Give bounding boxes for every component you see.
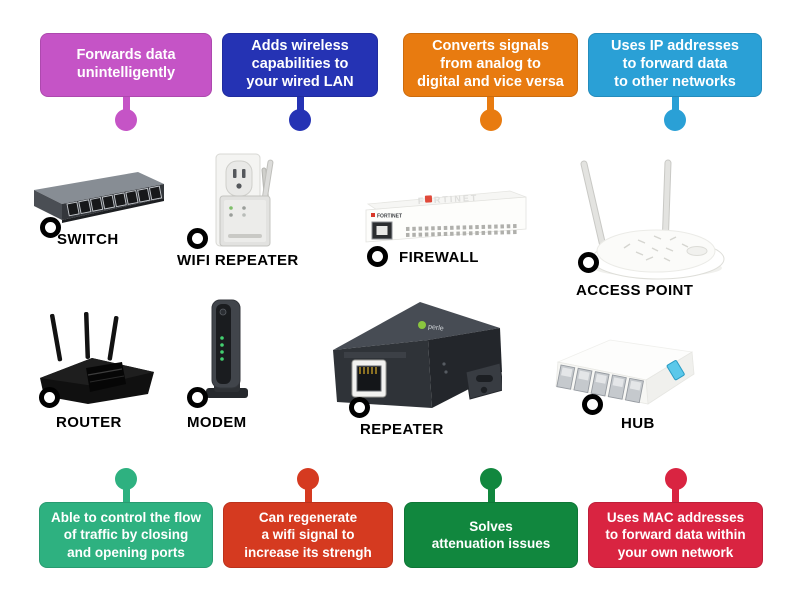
svg-text:perle: perle <box>428 324 444 333</box>
answer-card[interactable]: Uses MAC addresses to forward data withi… <box>588 468 763 568</box>
access-point-image <box>580 159 725 280</box>
connector-dot <box>664 468 687 490</box>
answer-card-text: Able to control the flow of traffic by c… <box>51 510 201 560</box>
connector-dot <box>479 109 502 131</box>
firewall-target-marker[interactable] <box>367 246 388 267</box>
wifi-repeater-target-marker[interactable] <box>187 228 208 249</box>
answer-card[interactable]: Forwards data unintelligently <box>40 33 212 131</box>
connector-stem <box>487 97 494 112</box>
device-label-modem: MODEM <box>187 414 247 431</box>
svg-text:FORTINET: FORTINET <box>377 214 402 220</box>
repeater-target-marker[interactable] <box>349 397 370 418</box>
hub-image <box>555 339 695 405</box>
connector-stem <box>296 97 304 112</box>
connector-dot <box>115 468 137 490</box>
connector-dot <box>480 468 502 490</box>
device-label-switch: SWITCH <box>57 231 119 248</box>
connector-stem <box>122 487 130 502</box>
firewall-image: F RTINET FORTINET <box>365 190 527 243</box>
connector-stem <box>671 97 679 112</box>
answer-card-text: Converts signals from analog to digital … <box>417 38 564 90</box>
answer-card[interactable]: Solves attenuation issues <box>404 468 578 568</box>
connector-dot <box>664 109 686 131</box>
answer-card-text: Adds wireless capabilities to your wired… <box>246 38 354 90</box>
device-label-wifi-repeater: WIFI REPEATER <box>177 252 299 269</box>
device-label-firewall: FIREWALL <box>399 249 479 266</box>
connector-dot <box>289 109 311 131</box>
wifi-repeater-image <box>215 153 274 247</box>
repeater-image: perle <box>333 302 502 408</box>
connector-stem <box>304 487 312 502</box>
connector-stem <box>672 487 679 502</box>
answer-card-text: Can regenerate a wifi signal to increase… <box>244 510 372 560</box>
device-label-hub: HUB <box>621 415 655 432</box>
device-label-access-point: ACCESS POINT <box>576 282 694 299</box>
answer-card-text: Uses MAC addresses to forward data withi… <box>605 510 746 560</box>
answer-card-text: Uses IP addresses to forward data to oth… <box>611 38 739 90</box>
answer-card[interactable]: Can regenerate a wifi signal to increase… <box>223 468 393 568</box>
access-point-target-marker[interactable] <box>578 252 599 273</box>
connector-stem <box>487 487 495 502</box>
switch-target-marker[interactable] <box>40 217 61 238</box>
modem-target-marker[interactable] <box>187 387 208 408</box>
router-target-marker[interactable] <box>39 387 60 408</box>
antenna <box>50 312 119 362</box>
answer-card[interactable]: Adds wireless capabilities to your wired… <box>222 33 378 131</box>
answer-card[interactable]: Able to control the flow of traffic by c… <box>39 468 213 568</box>
switch-image <box>34 172 164 223</box>
hub-target-marker[interactable] <box>582 394 603 415</box>
answer-card-text: Solves attenuation issues <box>431 518 551 551</box>
connector-dot <box>115 109 137 131</box>
connector-dot <box>297 468 319 490</box>
router-image <box>40 312 154 404</box>
device-label-repeater: REPEATER <box>360 421 444 438</box>
answer-card[interactable]: Uses IP addresses to forward data to oth… <box>588 33 762 131</box>
answer-card-text: Forwards data unintelligently <box>76 47 176 81</box>
modem-image <box>206 299 248 398</box>
device-label-router: ROUTER <box>56 414 122 431</box>
answer-card[interactable]: Converts signals from analog to digital … <box>403 33 578 131</box>
connector-stem <box>122 97 130 112</box>
svg-text:F: F <box>418 196 426 206</box>
